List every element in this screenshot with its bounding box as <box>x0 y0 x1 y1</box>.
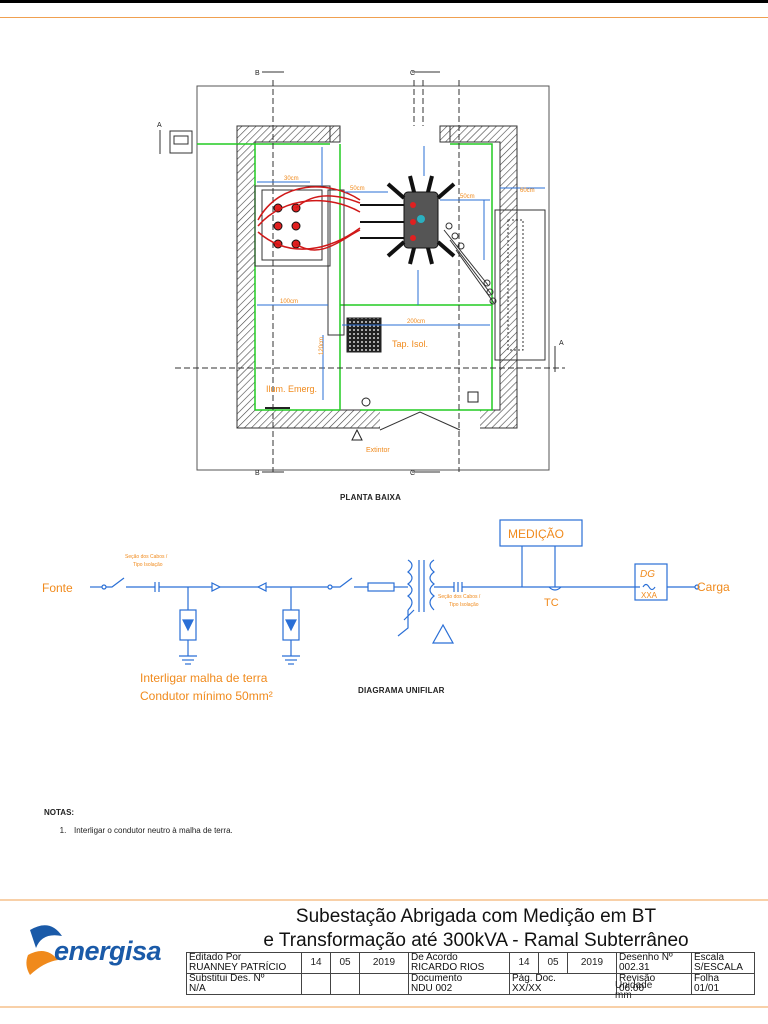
editado-por-value: RUANNEY PATRÍCIO <box>189 962 287 973</box>
dim-50cm-a: 50cm <box>350 186 365 192</box>
dg-label: DG <box>640 569 655 580</box>
cables <box>257 186 361 251</box>
insulating-mat <box>346 317 382 353</box>
dim-120cm: 120cm <box>319 337 325 355</box>
documento-label: Documento <box>411 973 463 984</box>
dim-200cm: 200cm <box>407 319 425 325</box>
extintor-label: Extintor <box>366 447 390 454</box>
interligar-line2: Condutor mínimo 50mm² <box>140 689 273 703</box>
tap-isol-label: Tap. Isol. <box>392 339 428 349</box>
revisao-label: Revisão <box>619 973 656 984</box>
section-c-bottom: C <box>410 470 415 477</box>
de-acordo-value: RICARDO RIOS <box>411 962 485 973</box>
meter-box <box>169 130 193 154</box>
section-b-bottom: B <box>255 470 260 477</box>
dim-30cm: 30cm <box>284 176 299 182</box>
pag-doc-value: XX/XX <box>512 983 542 994</box>
acordo-mes: 05 <box>538 952 568 974</box>
editado-dia: 14 <box>301 952 331 974</box>
ilum-emerg-label: Ilum. Emerg. <box>266 384 317 394</box>
section-b-top: B <box>255 70 260 77</box>
header-rule <box>0 17 768 18</box>
top-opening <box>330 124 450 144</box>
dimension-lines <box>257 146 545 400</box>
unidade-value: mm <box>615 990 632 1001</box>
floor-plan <box>159 71 565 473</box>
dim-50cm-b: 50cm <box>460 194 475 200</box>
documento-value: NDU 002 <box>411 983 453 994</box>
tipo-isolacao-1: Tipo Isolação <box>133 562 163 568</box>
fonte-label: Fonte <box>42 581 73 595</box>
section-c-top: C <box>410 70 415 77</box>
xxa-label: XXA <box>641 591 658 600</box>
door-leaves <box>379 411 461 431</box>
section-a-left: A <box>157 122 162 129</box>
unidade-cell: Unidade mm <box>615 981 652 1001</box>
de-acordo-label: De Acordo <box>411 952 458 963</box>
substitui-label: Substitui Des. Nº <box>189 973 265 984</box>
pag-doc-label: Pág. Doc. <box>512 973 556 984</box>
diagrama-unifilar-caption: DIAGRAMA UNIFILAR <box>358 686 445 695</box>
energisa-logo-mark <box>26 925 62 975</box>
secao-cabos-2: Seção dos Cabos / <box>438 594 481 600</box>
extinguisher-symbol <box>351 428 363 441</box>
carga-label: Carga <box>697 580 730 594</box>
editado-mes: 05 <box>330 952 360 974</box>
secao-cabos-1: Seção dos Cabos / <box>125 554 168 560</box>
ventilation-box <box>494 209 546 361</box>
unidade-label: Unidade <box>615 980 653 991</box>
dim-60cm: 60cm <box>520 188 535 194</box>
folha-label: Folha <box>694 973 720 984</box>
medicao-label: MEDIÇÃO <box>508 527 564 541</box>
revisao-value: 06.00 <box>619 983 645 994</box>
editado-por-label: Editado Por <box>189 952 242 963</box>
site-boundary <box>196 85 550 471</box>
company-logo: energisa <box>54 936 162 966</box>
escala-value: S/ESCALA <box>694 962 743 973</box>
section-lines <box>175 80 565 472</box>
note-text: Interligar o condutor neutro à malha de … <box>74 826 233 835</box>
folha-value: 01/01 <box>694 983 720 994</box>
section-a-right: A <box>559 340 564 347</box>
escala-label: Escala <box>694 952 725 963</box>
desenho-label: Desenho Nº <box>619 952 673 963</box>
interligar-line1: Interligar malha de terra <box>140 671 268 685</box>
bushings <box>360 204 405 239</box>
transformer <box>386 175 456 265</box>
tipo-isolacao-2: Tipo Isolação <box>449 602 479 608</box>
ground-loop <box>197 143 493 411</box>
desenho-value: 002.31 <box>619 962 650 973</box>
acordo-dia: 14 <box>509 952 539 974</box>
planta-baixa-caption: PLANTA BAIXA <box>340 493 402 502</box>
notes-title: NOTAS: <box>44 808 75 817</box>
substitui-value: N/A <box>189 983 206 994</box>
note-item: 1. Interligar o condutor neutro à malha d… <box>52 826 233 835</box>
drawing-title-line2: e Transformação até 300kVA - Ramal Subte… <box>263 930 689 951</box>
drawing-title-line1: Subestação Abrigada com Medição em BT <box>295 906 657 927</box>
top-border <box>0 0 768 3</box>
note-number: 1. <box>59 826 67 836</box>
acordo-ano: 2019 <box>567 952 617 974</box>
editado-ano: 2019 <box>359 952 409 974</box>
single-line-diagram <box>90 519 700 665</box>
dim-100cm: 100cm <box>280 299 298 305</box>
switch-panel <box>254 185 331 267</box>
tc-label: TC <box>544 597 559 609</box>
